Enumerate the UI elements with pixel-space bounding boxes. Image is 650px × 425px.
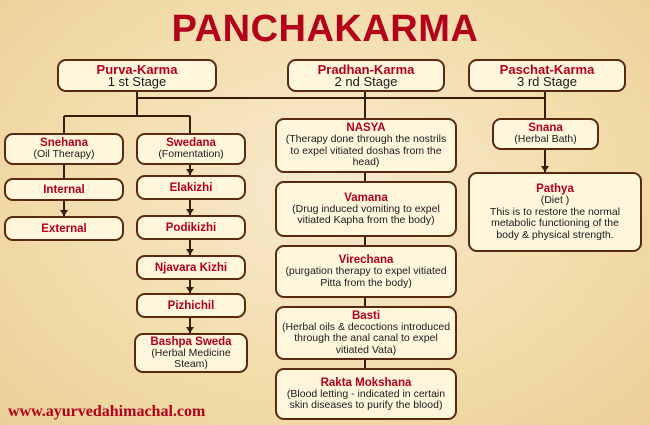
snehana-desc: (Oil Therapy) — [33, 148, 95, 161]
box-pathya: Pathya (Diet ) This is to restore the no… — [468, 172, 642, 252]
box-external: External — [4, 216, 124, 241]
stage-purva-name: Purva-Karma — [96, 61, 178, 77]
podikizhi-label: Podikizhi — [165, 221, 217, 234]
arrowhead-pathya — [541, 166, 549, 172]
stage-pradhan-name: Pradhan-Karma — [317, 61, 415, 77]
box-virechana: Virechana (purgation therapy to expel vi… — [275, 245, 457, 298]
snana-name: Snana — [528, 122, 563, 135]
njavara-label: Njavara Kizhi — [154, 261, 228, 274]
box-nasya: NASYA (Therapy done through the nostrils… — [275, 118, 457, 173]
internal-label: Internal — [43, 183, 85, 196]
box-swedana: Swedana (Fomentation) — [136, 133, 246, 165]
box-elakizhi: Elakizhi — [136, 175, 246, 200]
pathya-name: Pathya — [536, 183, 574, 195]
box-rakta-mokshana: Rakta Mokshana (Blood letting - indicate… — [275, 368, 457, 420]
rakta-desc: (Blood letting - indicated in certain sk… — [286, 387, 446, 411]
box-snehana: Snehana (Oil Therapy) — [4, 133, 124, 165]
arrowhead-bashpa — [186, 327, 194, 333]
stage-paschat-sub: 3 rd Stage — [517, 73, 577, 89]
stage-purva-karma: Purva-Karma 1 st Stage — [57, 59, 217, 92]
stage-purva-sub: 1 st Stage — [107, 73, 167, 89]
arrowhead-external — [60, 210, 68, 216]
arrowhead-pizhichil — [186, 287, 194, 293]
virechana-name: Virechana — [338, 254, 394, 266]
nasya-name: NASYA — [346, 122, 386, 135]
website-url: www.ayurvedahimachal.com — [8, 403, 206, 420]
external-label: External — [41, 222, 87, 235]
pizhichil-label: Pizhichil — [167, 299, 215, 312]
page-title: PANCHAKARMA — [171, 8, 479, 50]
box-snana: Snana (Herbal Bath) — [492, 118, 599, 150]
arrowhead-podikizhi — [186, 209, 194, 215]
connector-purva-split — [63, 98, 191, 133]
box-pizhichil: Pizhichil — [136, 293, 246, 318]
snehana-name: Snehana — [40, 137, 88, 150]
connector-stage-bus — [136, 90, 546, 99]
box-internal: Internal — [4, 178, 124, 201]
stage-paschat-karma: Paschat-Karma 3 rd Stage — [468, 59, 626, 92]
stage-pradhan-sub: 2 nd Stage — [334, 73, 398, 89]
box-basti: Basti (Herbal oils & decoctions introduc… — [275, 306, 457, 360]
virechana-desc: (purgation therapy to expel vitiated Pit… — [285, 265, 447, 289]
vamana-name: Vamana — [344, 191, 388, 204]
bashpa-name: Bashpa Sweda — [150, 335, 232, 348]
stage-paschat-name: Paschat-Karma — [499, 61, 595, 77]
swedana-desc: (Fomentation) — [158, 148, 224, 161]
basti-name: Basti — [351, 309, 381, 322]
stage-pradhan-karma: Pradhan-Karma 2 nd Stage — [287, 59, 445, 92]
pathya-sub: (Diet ) — [540, 194, 570, 206]
arrowhead-njavara — [186, 249, 194, 255]
bashpa-desc: (Herbal Medicine Steam) — [151, 346, 231, 370]
box-njavara-kizhi: Njavara Kizhi — [136, 255, 246, 280]
rakta-name: Rakta Mokshana — [320, 376, 412, 389]
box-bashpa-sweda: Bashpa Sweda (Herbal Medicine Steam) — [134, 333, 248, 373]
elakizhi-label: Elakizhi — [169, 181, 213, 194]
swedana-name: Swedana — [166, 137, 216, 150]
box-podikizhi: Podikizhi — [136, 215, 246, 240]
vamana-desc: (Drug induced vomiting to expel vitiated… — [292, 202, 440, 226]
snana-desc: (Herbal Bath) — [514, 133, 577, 146]
pathya-desc: This is to restore the normal metabolic … — [489, 205, 621, 241]
box-vamana: Vamana (Drug induced vomiting to expel v… — [275, 181, 457, 237]
basti-desc: (Herbal oils & decoctions introduced thr… — [281, 320, 451, 356]
arrowhead-elakizhi — [186, 169, 194, 175]
nasya-desc: (Therapy done through the nostrils to ex… — [285, 133, 447, 169]
